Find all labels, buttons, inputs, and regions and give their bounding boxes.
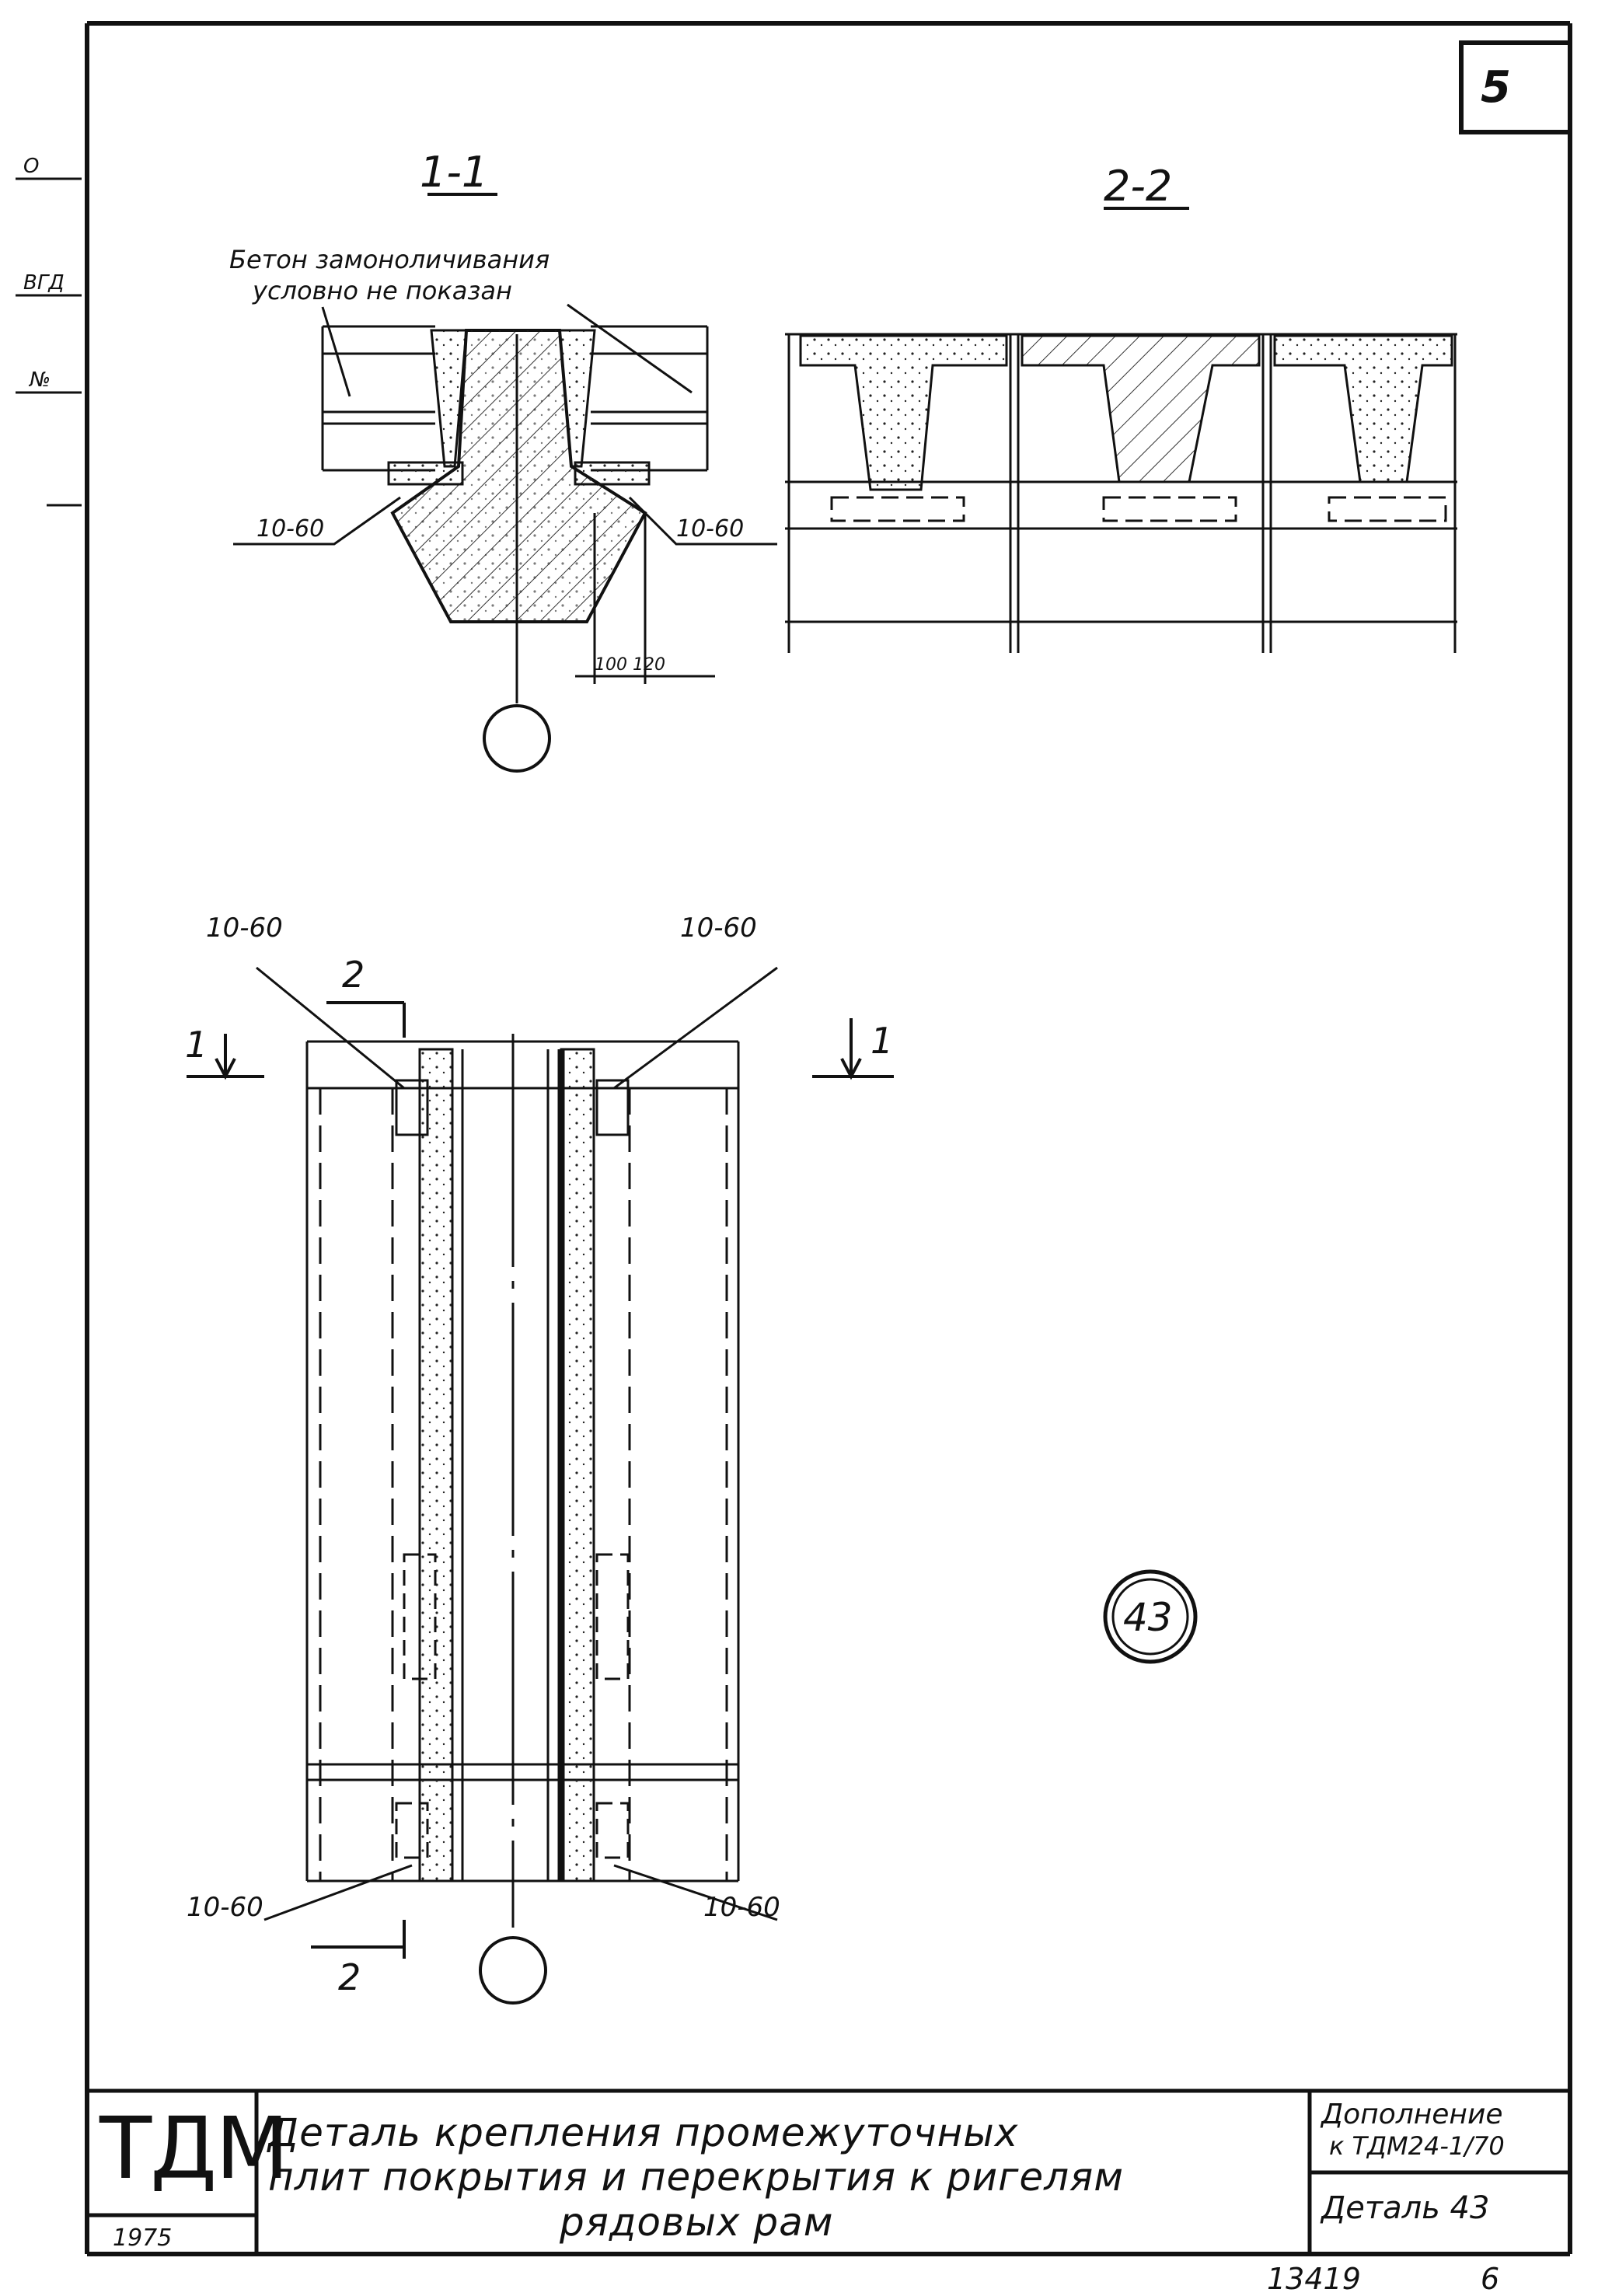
side-mark-1: О bbox=[23, 155, 39, 178]
plan-weld-bottom-right: 10-60 bbox=[703, 1892, 780, 1923]
section-1-note-line1: Бетон замоноличивания bbox=[229, 245, 550, 274]
tdm-logo: ТДМ bbox=[99, 2099, 289, 2198]
plan-cut-2-bottom: 2 bbox=[338, 1956, 361, 1998]
side-mark-3: № bbox=[28, 368, 51, 392]
section-2-2-drawing bbox=[785, 207, 1457, 653]
supplement-line-2: к ТДМ24-1/70 bbox=[1329, 2131, 1505, 2161]
margin-marks bbox=[16, 177, 82, 507]
supplement-line-1: Дополнение bbox=[1321, 2099, 1503, 2130]
title-block-frame bbox=[87, 2088, 1570, 2254]
side-mark-2: ВГД bbox=[23, 271, 65, 295]
plan-view-drawing bbox=[187, 966, 894, 2005]
section-1-note-line2: условно не показан bbox=[252, 276, 512, 305]
title-line-3: рядовых рам bbox=[560, 2200, 834, 2245]
title-year: 1975 bbox=[113, 2224, 173, 2252]
detail-marker-label: 43 bbox=[1123, 1595, 1173, 1640]
section-1-weld-left: 10-60 bbox=[256, 515, 324, 543]
plan-weld-bottom-left: 10-60 bbox=[187, 1892, 263, 1923]
plan-weld-top-left: 10-60 bbox=[206, 912, 283, 944]
sheet-frame bbox=[85, 21, 1572, 2256]
plan-cut-1-right: 1 bbox=[871, 1020, 893, 1062]
detail-label: Деталь 43 bbox=[1321, 2190, 1490, 2226]
sheet-number: 5 bbox=[1481, 62, 1511, 113]
detail-marker-circle bbox=[1103, 1569, 1198, 1664]
section-1-dimension: 100 120 bbox=[595, 655, 665, 675]
section-1-weld-right: 10-60 bbox=[676, 515, 744, 543]
plan-weld-top-right: 10-60 bbox=[680, 912, 757, 944]
title-line-2: плит покрытия и перекрытия к ригелям bbox=[268, 2155, 1124, 2200]
plan-cut-2-top: 2 bbox=[342, 954, 365, 996]
section-2-2-label: 2-2 bbox=[1104, 162, 1172, 211]
section-1-1-label: 1-1 bbox=[420, 148, 488, 197]
section-1-1-drawing bbox=[233, 193, 777, 773]
title-line-1: Деталь крепления промежуточных bbox=[268, 2110, 1019, 2155]
footer-page: 6 bbox=[1481, 2262, 1500, 2296]
footer-code: 13419 bbox=[1267, 2262, 1361, 2296]
plan-cut-1-left: 1 bbox=[185, 1024, 208, 1066]
